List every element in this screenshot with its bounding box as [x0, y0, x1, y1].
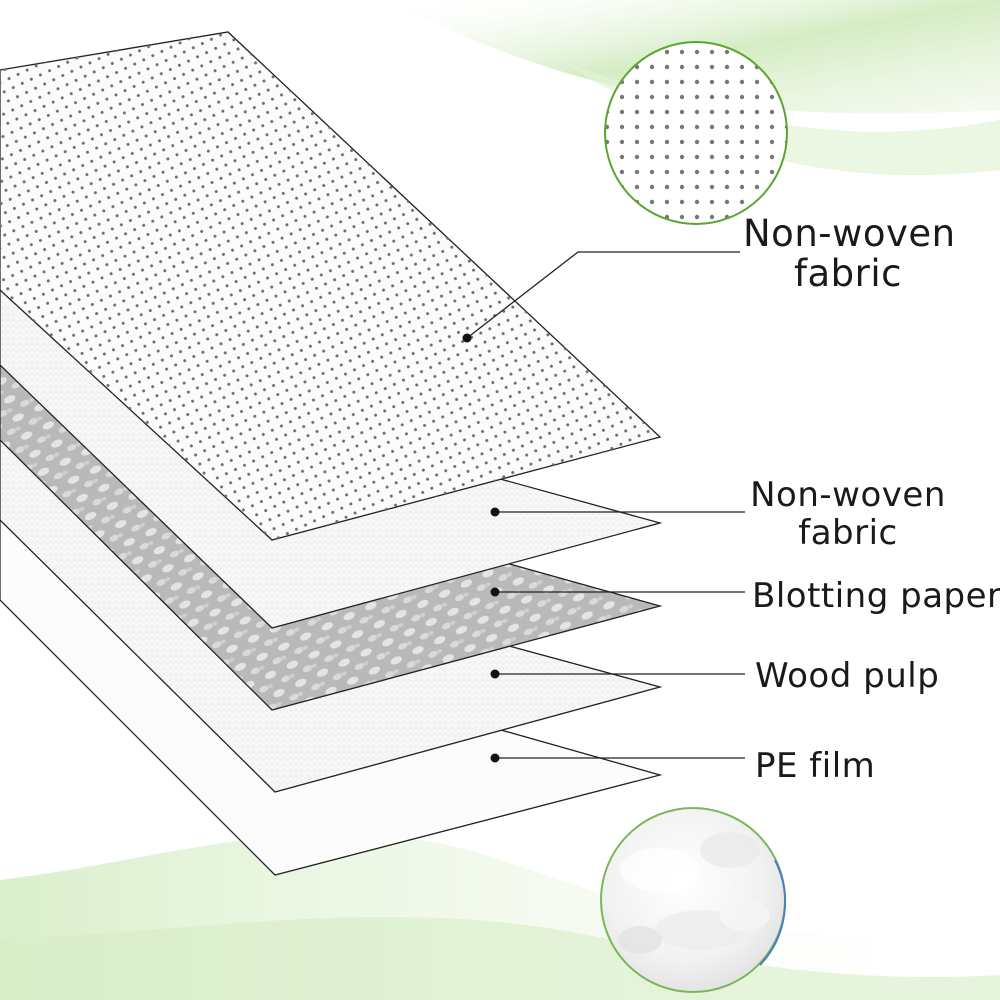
zoom-circle-dotted: [604, 41, 788, 225]
leader-dot-3: [490, 587, 500, 597]
leader-dots: [462, 333, 500, 763]
label-non-woven-fabric-lower: Non-woven fabric: [748, 476, 948, 552]
leader-line-1: [466, 251, 740, 339]
label-line: fabric: [798, 513, 898, 553]
label-wood-pulp: Wood pulp: [755, 657, 939, 695]
leader-dot-4: [490, 669, 500, 679]
layer-top-dot-texture: [0, 32, 660, 540]
label-non-woven-fabric-top: Non-woven fabric: [743, 212, 956, 295]
label-line: Wood pulp: [755, 656, 940, 696]
label-pe-film: PE film: [755, 747, 875, 785]
leader-dot-2: [490, 507, 500, 517]
label-line: Non-woven: [750, 475, 946, 515]
label-line: fabric: [793, 252, 903, 295]
leader-dot-1: [462, 333, 472, 343]
label-line: Blotting paper: [752, 576, 1000, 616]
label-blotting-paper: Blotting paper: [752, 577, 1000, 615]
zoom-circle-cotton: [600, 807, 787, 993]
leader-lines: [466, 251, 745, 759]
leader-dot-5: [490, 753, 500, 763]
label-line: PE film: [755, 746, 876, 786]
label-line: Non-woven: [743, 212, 956, 255]
